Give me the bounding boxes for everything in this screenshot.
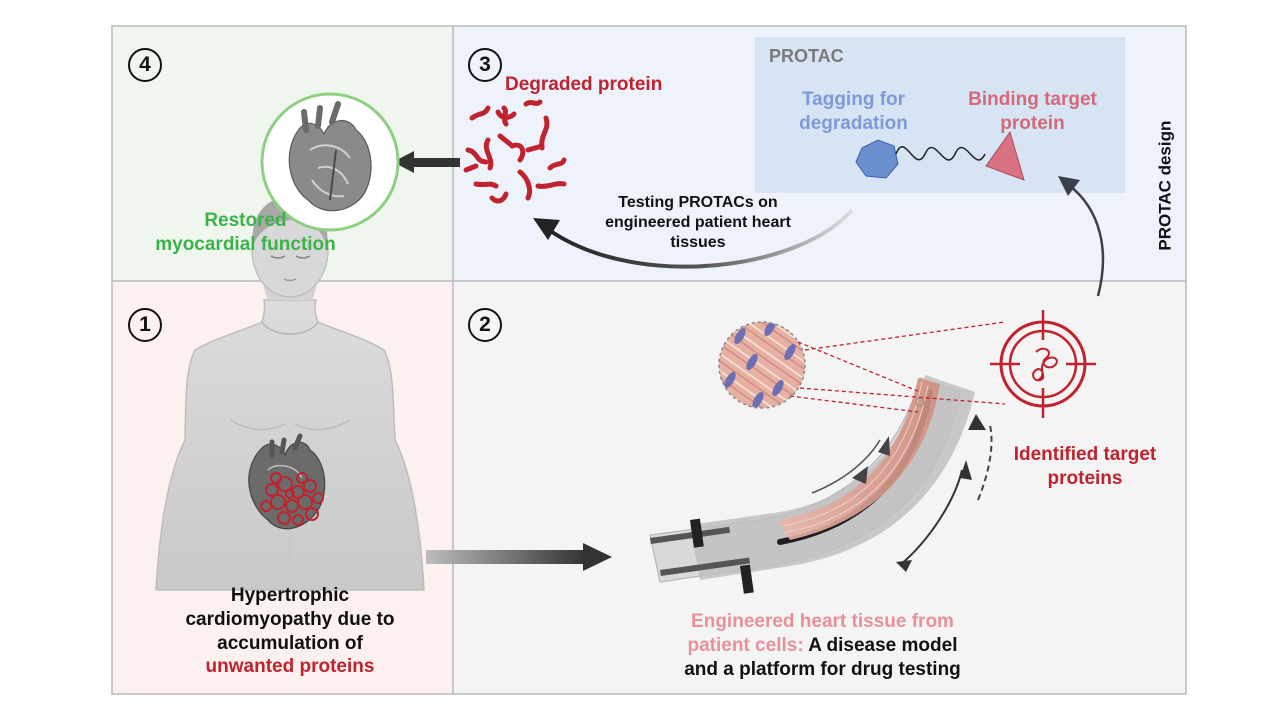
testing-line1: Testing PROTACs on [618, 194, 778, 211]
identified-target-label: Identified target proteins [990, 443, 1180, 491]
panel-number-2: 2 [468, 308, 502, 342]
eht-label-line2a: patient cells: [687, 634, 804, 656]
hcm-label: Hypertrophic cardiomyopathy due to accum… [150, 584, 430, 679]
hcm-label-line1: Hypertrophic [230, 585, 350, 606]
eht-label: Engineered heart tissue from patient cel… [650, 610, 995, 681]
identified-line1: Identified target [1013, 444, 1157, 465]
eht-label-line2: patient cells: A disease model [650, 634, 995, 658]
protac-molecule-icon [855, 130, 1025, 181]
panel-number-4: 4 [128, 48, 162, 82]
binding-label: Binding target protein [950, 88, 1115, 136]
arrow-to-restored-heart [393, 151, 460, 173]
testing-line3: tissues [670, 234, 726, 251]
engineered-heart-tissue-icon [649, 375, 993, 594]
protac-design-arrow [1058, 176, 1105, 297]
target-icon [990, 310, 1096, 418]
testing-line2: engineered patient heart [605, 214, 791, 231]
eht-label-line3: and a platform for drug testing [684, 658, 961, 680]
protac-design-label: PROTAC design [1155, 120, 1175, 251]
testing-arrow [533, 208, 854, 269]
hcm-label-line4: unwanted proteins [205, 656, 375, 678]
restored-heart-icon [260, 92, 400, 232]
hcm-label-line2: cardiomyopathy due to [185, 608, 395, 630]
testing-label: Testing PROTACs on engineered patient he… [583, 193, 813, 253]
protac-box-title: PROTAC [769, 46, 844, 66]
protac-box [755, 37, 1125, 193]
eht-label-line2b: A disease model [803, 634, 958, 656]
restored-line1: Restored [204, 210, 287, 231]
identified-line2: proteins [1047, 467, 1123, 489]
restored-line2: myocardial function [155, 233, 336, 255]
eht-label-line1: Engineered heart tissue from [691, 611, 954, 632]
hcm-label-line3: accumulation of [217, 632, 363, 654]
tissue-zoom-icon [718, 321, 1006, 413]
restored-label: Restored myocardial function [118, 209, 373, 257]
arrow-to-engineered-tissue [426, 543, 612, 571]
tagging-line1: Tagging for [801, 89, 906, 110]
binding-line1: Binding target [968, 89, 1097, 110]
binding-line2: protein [1000, 112, 1065, 134]
degraded-protein-icon [463, 99, 567, 204]
panel-number-3: 3 [468, 48, 502, 82]
tagging-label: Tagging for degradation [786, 88, 921, 136]
tagging-line2: degradation [799, 112, 908, 134]
figure-border [111, 25, 1187, 695]
hypertrophic-heart-icon [248, 433, 326, 530]
panel-number-1: 1 [128, 308, 162, 342]
degraded-protein-label: Degraded protein [505, 74, 663, 95]
panel-2-background [453, 281, 1186, 694]
